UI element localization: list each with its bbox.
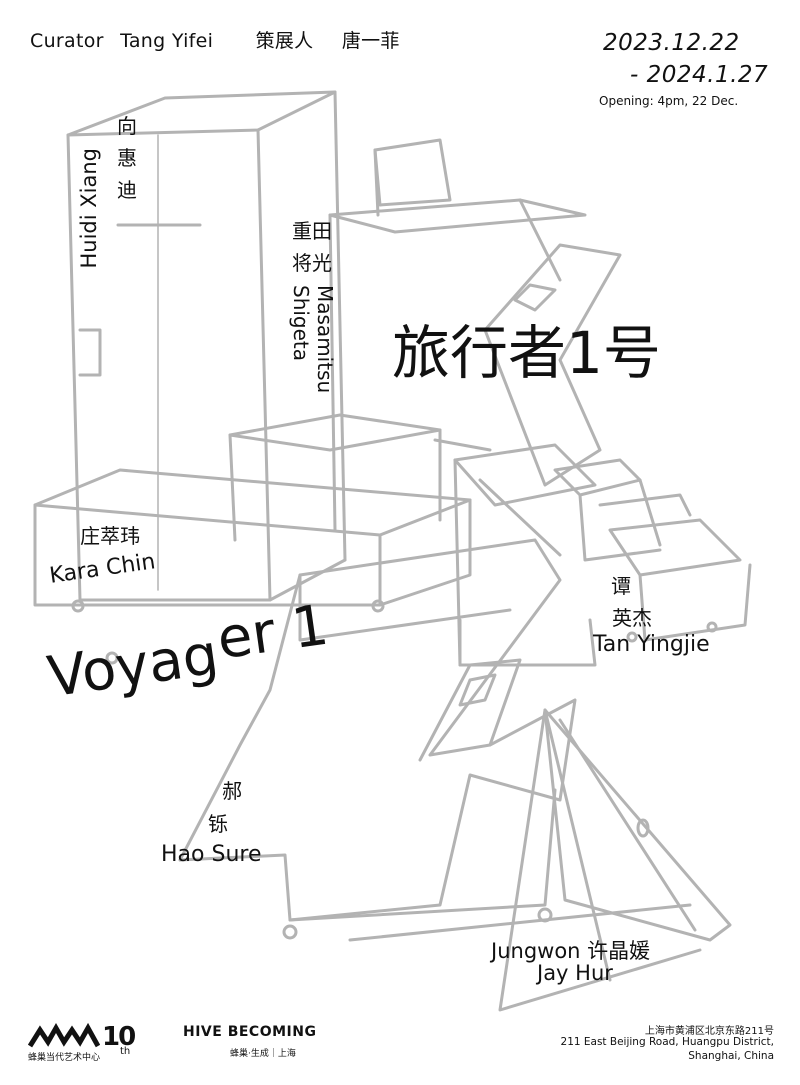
artist-jungwon-line2: Jay Hur: [537, 961, 613, 985]
address-en-1: 211 East Beijing Road, Huangpu District,: [560, 1036, 774, 1048]
artist-kara-cn: 庄萃玮: [80, 524, 140, 548]
artist-jungwon-line1: Jungwon 许晶媛: [491, 939, 651, 963]
artist-tan-cn-1: 谭: [611, 574, 631, 598]
artist-huidi-cn-char: 迪: [117, 178, 137, 202]
cabinet-sketch: [66, 90, 347, 602]
steps-sketch: [458, 458, 752, 667]
hive-logo-icon: [28, 1022, 100, 1048]
hive-becoming-title: HIVE BECOMING: [183, 1024, 317, 1040]
z-shape-sketch: [178, 538, 577, 940]
artist-hao-cn-2: 铄: [208, 812, 228, 836]
curator-name-cn: 唐一菲: [341, 30, 400, 52]
artist-tan-en: Tan Yingjie: [593, 632, 710, 657]
artist-shigeta-cn-line: 重田: [292, 219, 332, 243]
artist-huidi-cn-char: 惠: [117, 146, 137, 170]
artist-hao-cn-1: 郝: [222, 779, 242, 803]
curator-label: Curator: [30, 30, 104, 52]
address-cn: 上海市黄浦区北京东路211号: [644, 1026, 774, 1037]
curator-name-en: Tang Yifei: [120, 30, 214, 52]
zigzag-sketch: [433, 243, 622, 667]
curator-label-cn: 策展人: [255, 30, 314, 52]
anniversary-number: 10: [102, 1022, 136, 1052]
artist-shigeta-en-1: Masamitsu: [313, 285, 337, 394]
hive-becoming-sub: 蜂巢·生成｜上海: [230, 1049, 296, 1059]
anniversary-suffix: th: [120, 1046, 131, 1057]
address-en-2: Shanghai, China: [688, 1050, 774, 1062]
date-start: 2023.12.22: [603, 30, 740, 56]
curator-credit: Curator Tang Yifei 策展人 唐一菲: [30, 26, 400, 53]
artist-hao-en: Hao Sure: [161, 842, 262, 867]
artist-huidi-en: Huidi Xiang: [77, 148, 101, 269]
panel-sketch: [348, 708, 732, 1012]
long-box-sketch: [33, 468, 472, 665]
hive-logo: 蜂巢当代艺术中心 10 th: [28, 1022, 158, 1072]
artist-shigeta-cn-line: 将光: [292, 251, 332, 275]
artist-huidi-cn: 向 惠 迪: [117, 110, 137, 206]
opening-time: Opening: 4pm, 22 Dec.: [599, 94, 739, 108]
date-end: - 2024.1.27: [630, 62, 769, 88]
title-en-part2: er 1: [213, 592, 333, 673]
title-cn: 旅行者1号: [392, 319, 661, 387]
tube-box-sketch: [228, 138, 587, 542]
artist-shigeta-en-2: Shigeta: [289, 285, 313, 362]
artist-huidi-cn-char: 向: [117, 114, 137, 138]
hive-logo-cn: 蜂巢当代艺术中心: [28, 1053, 101, 1063]
artist-tan-cn-2: 英杰: [612, 606, 652, 630]
artist-shigeta-cn: 重田 将光: [292, 215, 332, 279]
